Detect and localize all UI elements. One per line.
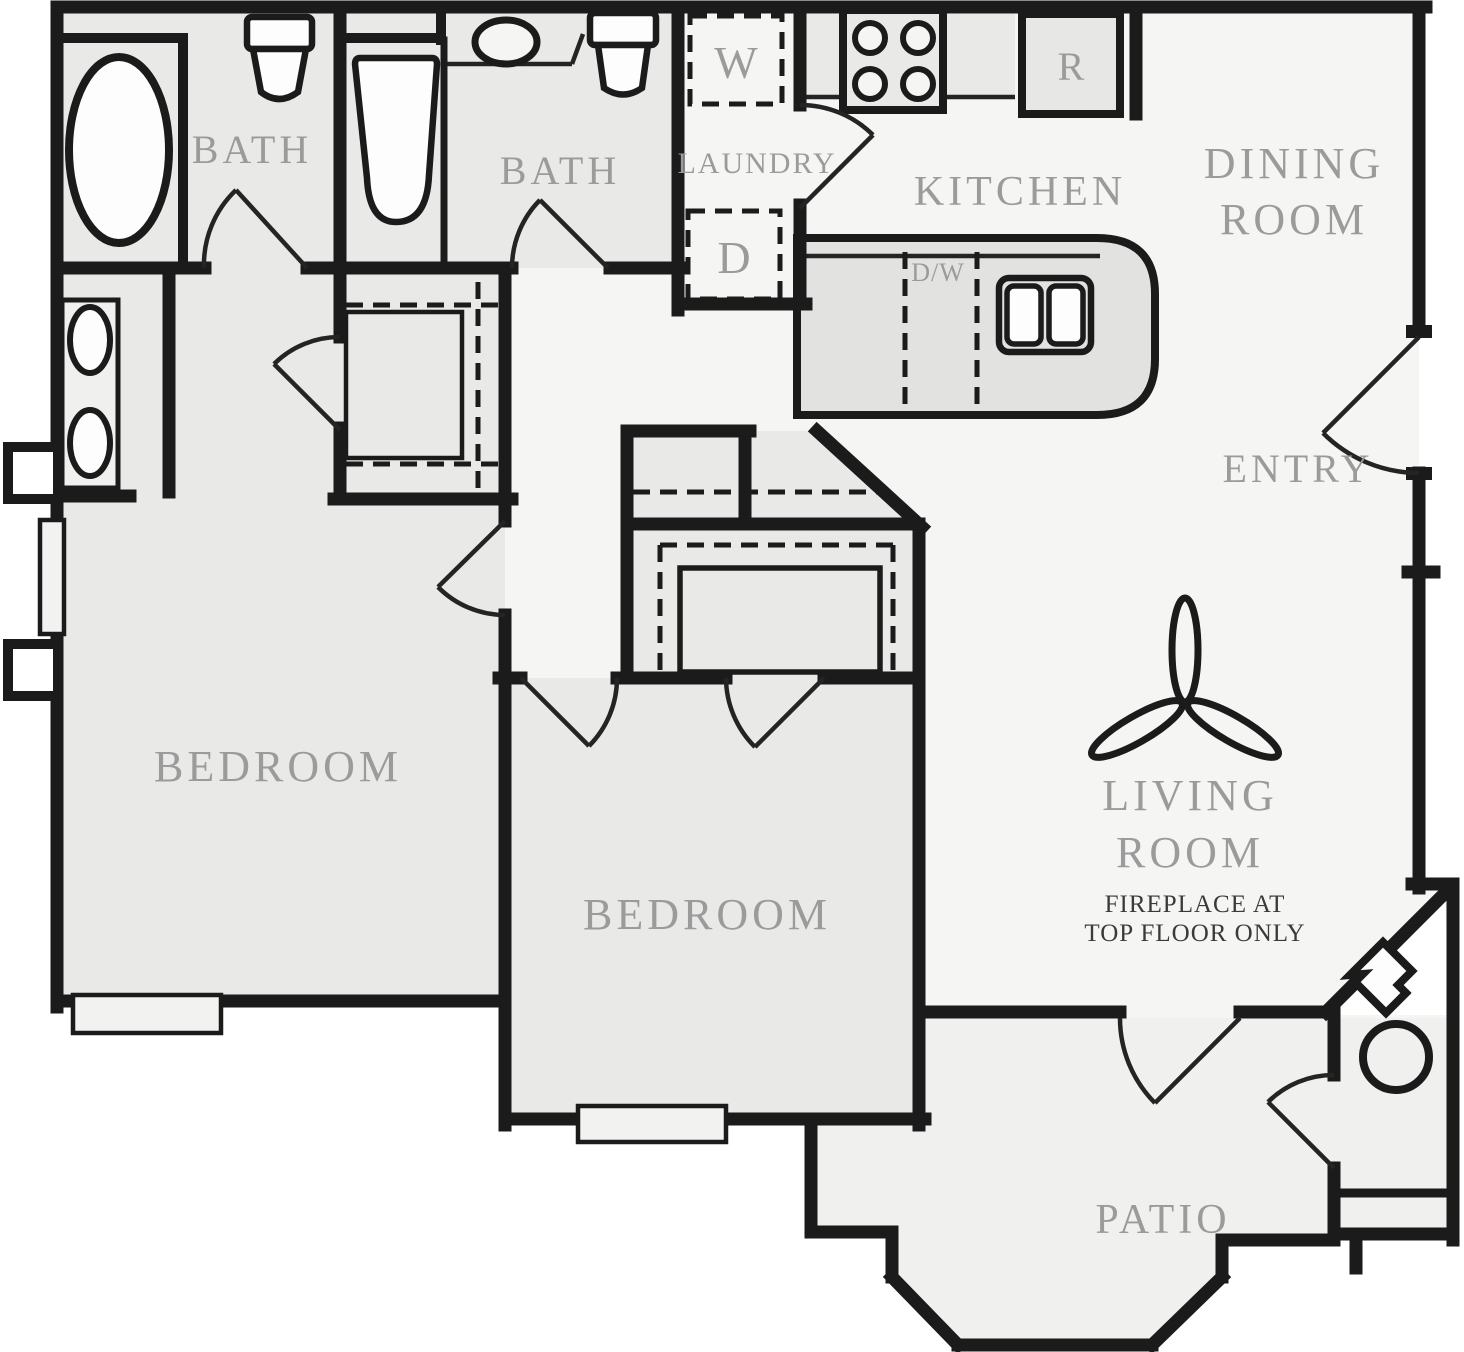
- patio-door: [1117, 1016, 1242, 1105]
- walkin-closet-rod: [343, 309, 465, 461]
- walkin-closet-door: [272, 334, 342, 432]
- toilet-bowl-icon: [594, 41, 652, 98]
- garden-tub-icon: [65, 53, 173, 247]
- firebox-icon: [1339, 936, 1418, 1019]
- doors: [201, 102, 1421, 1170]
- bath1-door: [201, 188, 309, 270]
- toilet-tank-icon: [243, 13, 316, 53]
- refrigerator-box: [1018, 10, 1124, 118]
- dishwasher-label: D/W: [911, 258, 965, 287]
- fireplace-note-line1: FIREPLACE AT: [1105, 891, 1286, 918]
- storage-closet-door: [1266, 1072, 1336, 1170]
- window-icon: [70, 992, 224, 1036]
- refrigerator-label: R: [1058, 44, 1085, 89]
- dining-label-line1: DINING: [1204, 139, 1384, 188]
- bedroom2-closet-doors: [677, 565, 883, 675]
- dining-label-line2: ROOM: [1220, 195, 1368, 244]
- fireplace-note-line2: TOP FLOOR ONLY: [1084, 920, 1305, 947]
- patio-label: PATIO: [1095, 1197, 1230, 1243]
- patio-floor: [811, 1018, 1334, 1345]
- entry-door: [1321, 335, 1421, 476]
- bedroom2-closet-shelf-dashes: [633, 489, 896, 672]
- bedroom2-door: [519, 676, 620, 748]
- stove: [839, 6, 947, 114]
- burner-icon: [900, 20, 936, 56]
- bath2-fixtures: [351, 9, 660, 226]
- laundry-label: LAUNDRY: [677, 147, 836, 180]
- window-icon: [37, 517, 67, 637]
- bath2-door: [509, 198, 610, 270]
- exterior-column: [3, 442, 63, 504]
- kitchen-sink: [995, 274, 1095, 356]
- sink-icon: [471, 16, 541, 68]
- living-label-line2: ROOM: [1116, 828, 1264, 877]
- burner-icon: [852, 66, 888, 102]
- bedroom1-label: BEDROOM: [154, 742, 402, 791]
- washer-label: W: [714, 37, 758, 88]
- tub-icon: [351, 54, 441, 226]
- ceiling-fan-icon: [1088, 594, 1282, 761]
- bedroom1-vanity: [59, 297, 121, 491]
- entry-label: ENTRY: [1222, 446, 1373, 491]
- bath1-label: BATH: [192, 127, 312, 172]
- window-icon: [575, 1103, 729, 1145]
- sink-icon: [67, 407, 113, 479]
- bath1-fixtures: [65, 13, 316, 247]
- dryer-label: D: [717, 232, 750, 283]
- living-label-line1: LIVING: [1102, 771, 1278, 820]
- exterior-column: [3, 639, 63, 701]
- burner-icon: [852, 20, 888, 56]
- closet-shelving: [343, 282, 896, 675]
- walkin-closet-shelf-dashes: [346, 282, 505, 494]
- bedroom2-closet-door: [723, 676, 826, 749]
- windows: [3, 442, 729, 1145]
- bath-partition-walls: [52, 2, 446, 273]
- water-heater-icon: [1359, 1020, 1433, 1094]
- kitchen-counters: [793, 6, 1159, 419]
- laundry-door: [798, 102, 875, 210]
- sink-icon: [67, 304, 113, 376]
- room-labels: BATH BATH LAUNDRY W D KITCHEN D/W R DINI…: [154, 37, 1384, 1243]
- burner-icon: [900, 66, 936, 102]
- bedroom2-label: BEDROOM: [583, 890, 831, 939]
- bedroom1-floor: [57, 268, 505, 1007]
- bedroom1-door: [436, 519, 507, 618]
- kitchen-label: KITCHEN: [914, 169, 1126, 215]
- entry-jamb: [1406, 467, 1432, 480]
- washer-box: [687, 13, 785, 107]
- bath2-label: BATH: [500, 148, 620, 193]
- fireplace: [1316, 881, 1457, 1022]
- bedroom2-floor: [505, 678, 919, 1125]
- toilet-bowl-icon: [249, 45, 310, 103]
- chimney-corner: [1420, 881, 1457, 918]
- interior-walls: [50, 0, 1460, 1247]
- entry-jamb: [1406, 325, 1432, 338]
- toilet-tank-icon: [586, 9, 660, 49]
